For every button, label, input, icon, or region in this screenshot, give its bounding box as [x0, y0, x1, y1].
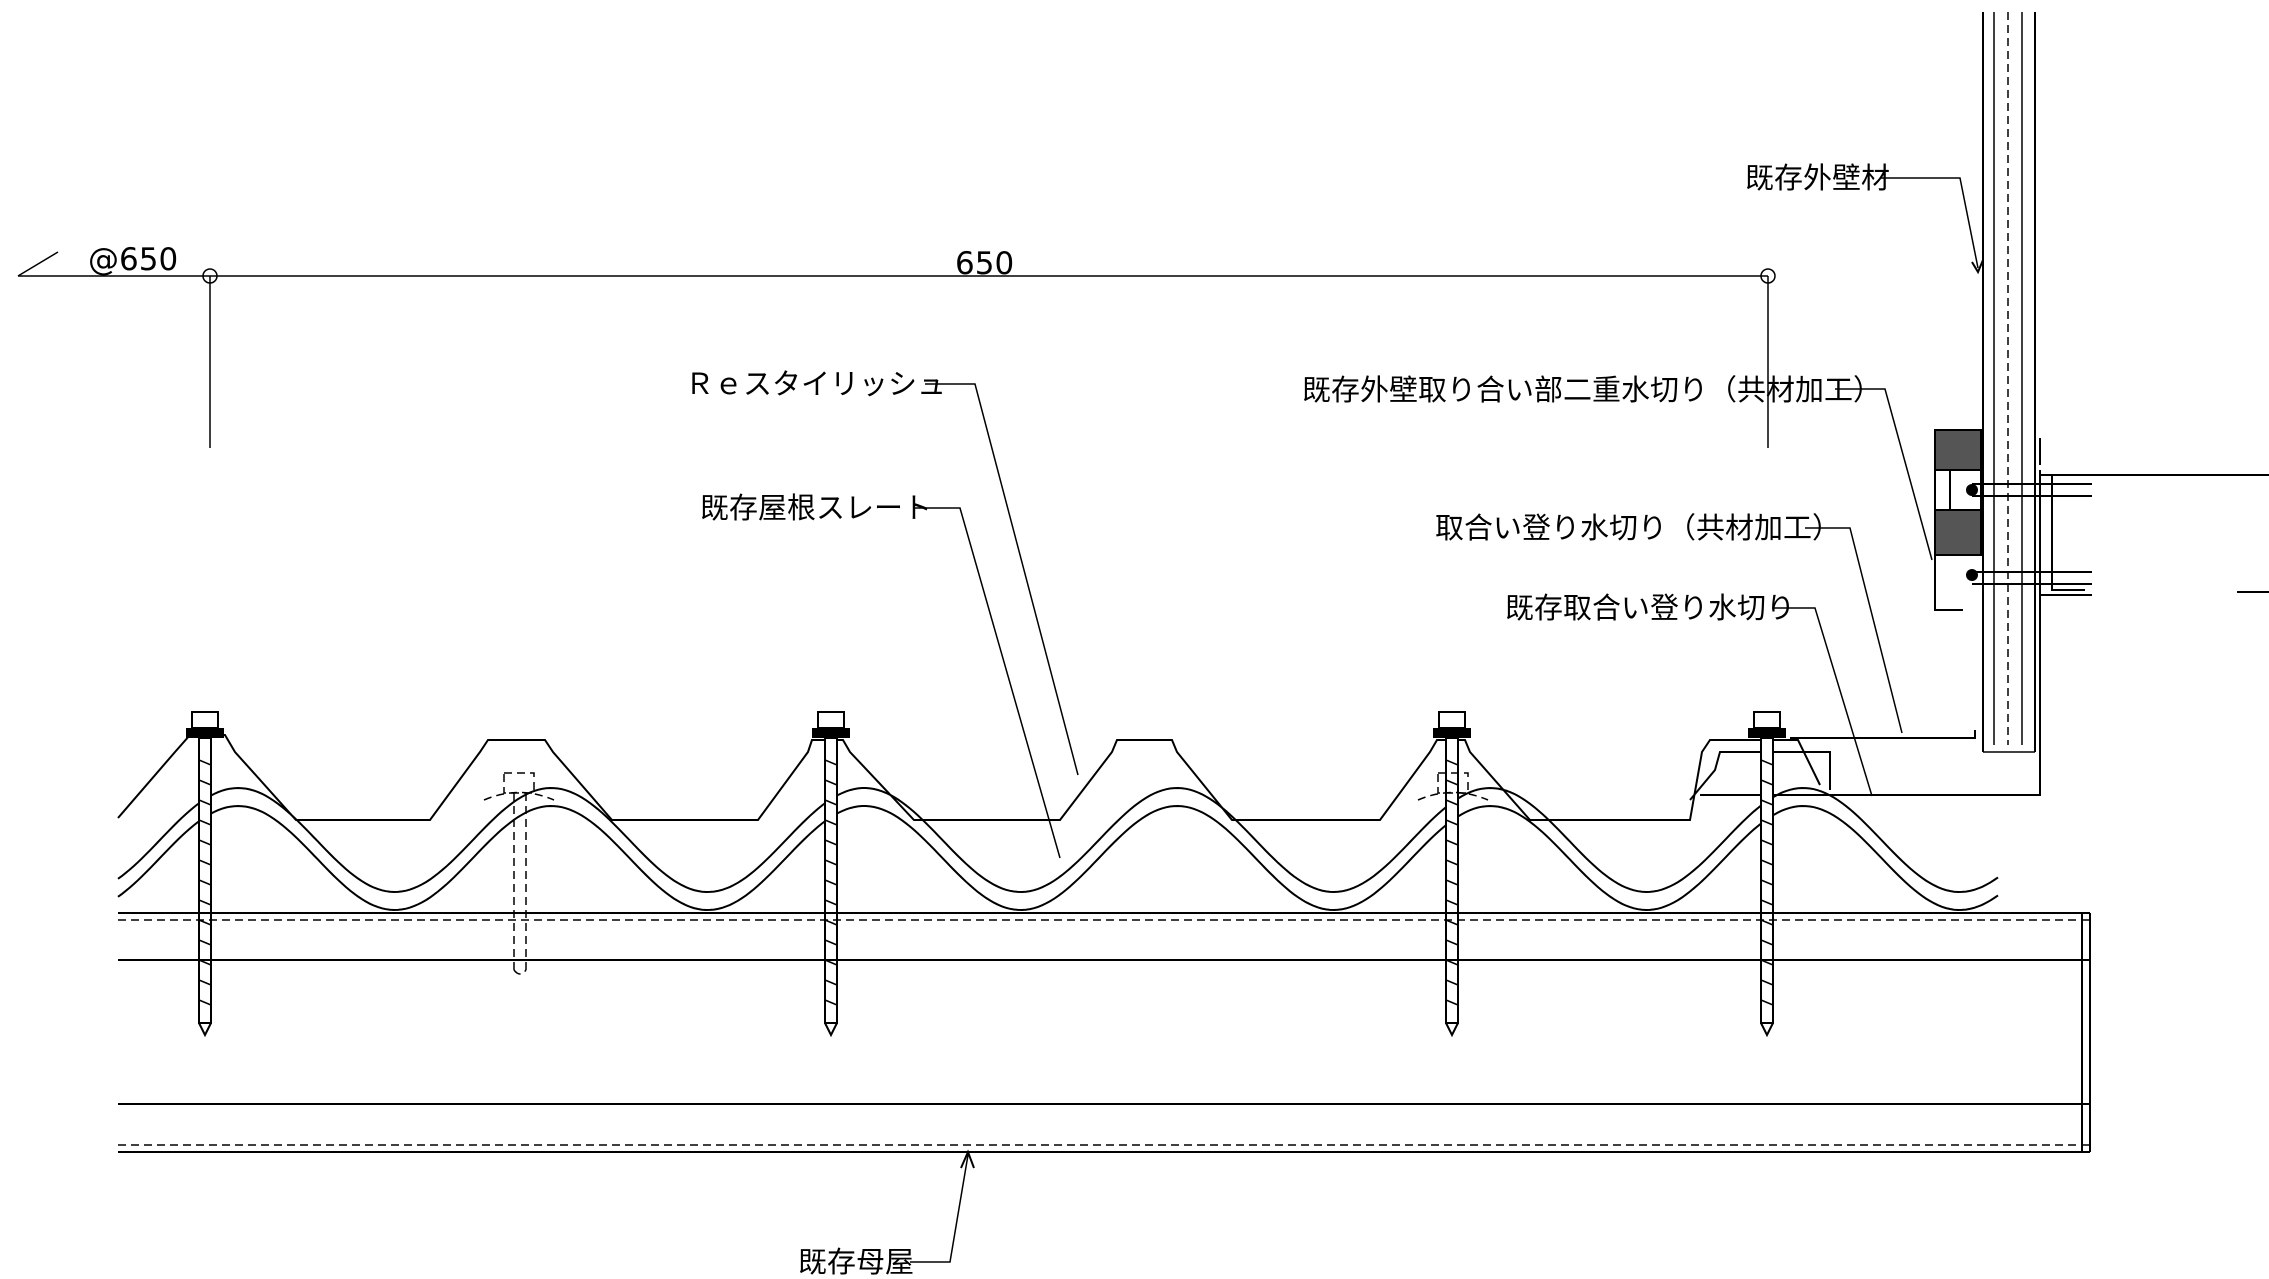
- screw-2: [812, 711, 850, 1038]
- label-existing-purlin: 既存母屋: [798, 1245, 914, 1279]
- existing-slate: [117, 786, 1999, 912]
- label-existing-wall: 既存外壁材: [1745, 161, 1890, 195]
- label-rising-flashing-new: 取合い登り水切り（共材加工）: [1435, 511, 1841, 545]
- dimension-line: @650 650: [17, 242, 1776, 448]
- spacing-note: @650: [88, 242, 178, 278]
- label-rising-flashing-existing: 既存取合い登り水切り: [1505, 591, 1795, 625]
- wall-bracket: [1972, 438, 2269, 596]
- dimension-value: 650: [955, 246, 1014, 282]
- labels: 既存外壁材 既存外壁取り合い部二重水切り（共材加工） Ｒｅスタイリッシュ 既存屋…: [685, 161, 1890, 1279]
- re-stylish-profile: [117, 734, 1831, 821]
- label-double-flashing: 既存外壁取り合い部二重水切り（共材加工）: [1302, 373, 1882, 407]
- screw-1: [186, 711, 224, 1038]
- existing-purlin: [118, 912, 2091, 1153]
- leader-lines: [910, 177, 1984, 1263]
- existing-wall: [1982, 12, 2036, 753]
- wall-seal-block: [1934, 429, 1982, 611]
- screw-4: [1748, 711, 1786, 1038]
- label-re-stylish: Ｒｅスタイリッシュ: [685, 367, 946, 401]
- flashing-existing: [1700, 470, 2041, 796]
- existing-hook-bolt-2: [1417, 772, 1489, 801]
- label-existing-slate: 既存屋根スレート: [700, 491, 932, 525]
- screw-3: [1433, 711, 1471, 1038]
- screws: [186, 711, 1786, 1038]
- existing-hook-bolt-1: [483, 772, 555, 975]
- flashing-new: [1790, 730, 1976, 739]
